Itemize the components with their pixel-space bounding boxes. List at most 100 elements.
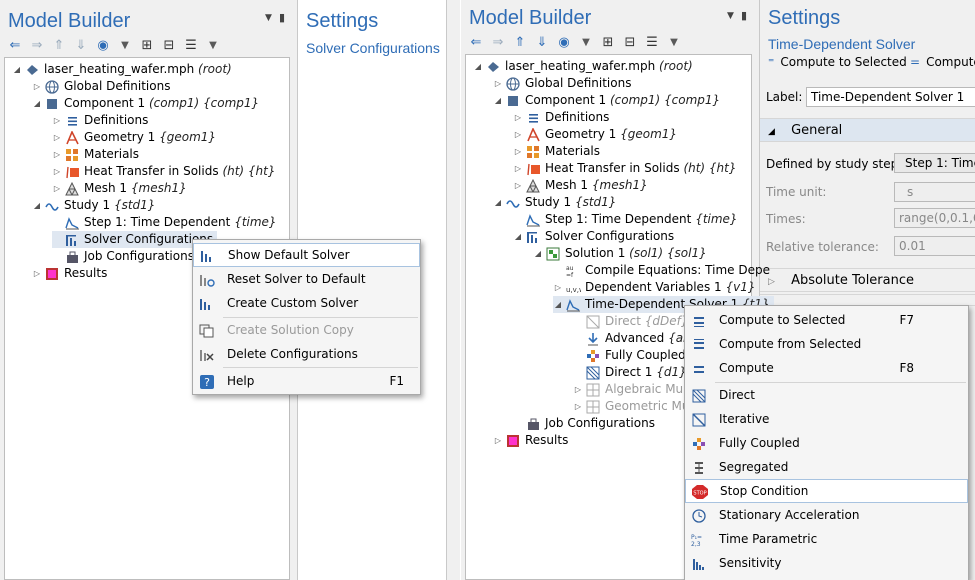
view-eye-icon[interactable]: ◉ [97, 37, 109, 53]
view-eye-icon[interactable]: ◉ [558, 34, 570, 50]
tree-item-study-1[interactable]: ◢ Study 1 {std1} [493, 194, 617, 211]
pin-icon[interactable]: ▮ [279, 11, 286, 24]
collapse-triangle-icon[interactable]: ◢ [514, 232, 522, 241]
tree-item-geometry-1[interactable]: ▷ Geometry 1 {geom1} [52, 129, 216, 146]
tree-item-compile-equations[interactable]: au=f Compile Equations: Time Depe [553, 262, 770, 279]
expand-triangle-icon[interactable]: ▷ [53, 150, 61, 159]
dropdown-icon[interactable]: ▼ [121, 39, 129, 51]
expand-triangle-icon[interactable]: ▷ [53, 167, 61, 176]
section-general[interactable]: ◢ General [760, 118, 975, 142]
tree-item-definitions[interactable]: ▷ Definitions [52, 112, 148, 129]
tree-item-geometric-multigrid[interactable]: ▷ Geometric Mult [573, 398, 697, 415]
tree-item-solver-configurations[interactable]: Solver Configurations [52, 231, 218, 248]
expand-triangle-icon[interactable]: ▷ [53, 133, 61, 142]
tree-item-root[interactable]: ◢ laser_heating_wafer.mph (root) [12, 61, 232, 78]
menu-item-compute-from-selected[interactable]: Compute from Selected [685, 332, 968, 356]
tree-item-fully-coupled-1[interactable]: Fully Coupled 1 [573, 347, 697, 364]
splitter[interactable] [447, 0, 460, 580]
down-arrow-icon[interactable]: ⇓ [536, 34, 548, 50]
menu-item-reset-solver[interactable]: Reset Solver to Default [193, 267, 420, 291]
menu-item-show-default-solver[interactable]: Show Default Solver [193, 243, 420, 267]
expand-all-icon[interactable]: ⊞ [141, 37, 153, 53]
tree-item-results[interactable]: ▷ Results [32, 265, 107, 282]
menu-item-iterative[interactable]: Iterative [685, 407, 968, 431]
expand-all-icon[interactable]: ⊞ [602, 34, 614, 50]
tree-item-heat-transfer[interactable]: ▷ Heat Transfer in Solids (ht) {ht} [52, 163, 276, 180]
collapse-triangle-icon[interactable]: ◢ [494, 198, 502, 207]
collapse-all-icon[interactable]: ⊟ [624, 34, 636, 50]
tree-item-global-definitions[interactable]: ▷ Global Definitions [493, 75, 631, 92]
collapse-all-icon[interactable]: ⊟ [163, 37, 175, 53]
pin-icon[interactable]: ▮ [741, 9, 748, 22]
collapse-triangle-icon[interactable]: ◢ [13, 65, 21, 74]
tree-item-materials[interactable]: ▷ Materials [52, 146, 139, 163]
dropdown-icon[interactable]: ▼ [582, 36, 590, 48]
down-arrow-icon[interactable]: ⇓ [75, 37, 87, 53]
menu-item-direct[interactable]: Direct [685, 383, 968, 407]
tree-item-job-configurations[interactable]: Job Configurations [52, 248, 194, 265]
tree-item-algebraic-multigrid[interactable]: ▷ Algebraic Multi [573, 381, 695, 398]
expand-triangle-icon[interactable]: ▷ [33, 269, 41, 278]
collapse-triangle-icon[interactable]: ◢ [554, 300, 562, 309]
expand-triangle-icon[interactable]: ▷ [574, 385, 582, 394]
menu-item-time-parametric[interactable]: P₁=2,3 Time Parametric [685, 527, 968, 551]
pane-menu-icon[interactable]: ▼ [727, 11, 734, 21]
tree-item-job-configurations[interactable]: Job Configurations [513, 415, 655, 432]
tree-item-materials[interactable]: ▷ Materials [513, 143, 600, 160]
times-input[interactable]: range(0,0.1,60) [894, 208, 975, 228]
tree-item-mesh-1[interactable]: ▷ Mesh 1 {mesh1} [513, 177, 648, 194]
collapse-triangle-icon[interactable]: ◢ [534, 249, 542, 258]
collapse-triangle-icon[interactable]: ◢ [33, 99, 41, 108]
menu-item-delete-configurations[interactable]: Delete Configurations [193, 342, 420, 366]
collapse-triangle-icon[interactable]: ◢ [494, 96, 502, 105]
list-view-icon[interactable]: ☰ [185, 37, 197, 53]
list-view-icon[interactable]: ☰ [646, 34, 658, 50]
tree-item-study-1[interactable]: ◢ Study 1 {std1} [32, 197, 156, 214]
tree-item-component-1[interactable]: ◢ Component 1 (comp1) {comp1} [32, 95, 259, 112]
expand-triangle-icon[interactable]: ▷ [494, 79, 502, 88]
expand-triangle-icon[interactable]: ▷ [514, 130, 522, 139]
menu-item-compute-to-selected[interactable]: Compute to Selected F7 [685, 308, 968, 332]
menu-item-compute[interactable]: Compute F8 [685, 356, 968, 380]
menu-item-stationary-acceleration[interactable]: Stationary Acceleration [685, 503, 968, 527]
forward-arrow-icon[interactable]: ⇒ [492, 34, 504, 50]
tree-item-direct-default[interactable]: Direct {dDef} [573, 313, 689, 330]
dropdown-icon[interactable]: ▼ [209, 39, 217, 51]
tree-item-dependent-variables[interactable]: ▷ u,v,w Dependent Variables 1 {v1} [553, 279, 756, 296]
relative-tolerance-input[interactable]: 0.01 [894, 236, 975, 256]
label-input[interactable]: Time-Dependent Solver 1 [806, 87, 975, 107]
collapse-triangle-icon[interactable]: ◢ [33, 201, 41, 210]
tree-item-step-1[interactable]: Step 1: Time Dependent {time} [52, 214, 277, 231]
collapse-triangle-icon[interactable]: ◢ [474, 62, 482, 71]
tree-item-mesh-1[interactable]: ▷ Mesh 1 {mesh1} [52, 180, 187, 197]
expand-triangle-icon[interactable]: ▷ [574, 402, 582, 411]
expand-triangle-icon[interactable]: ▷ [514, 181, 522, 190]
tree-item-heat-transfer[interactable]: ▷ Heat Transfer in Solids (ht) {ht} [513, 160, 737, 177]
compute-button[interactable]: = Compute [910, 55, 975, 69]
back-arrow-icon[interactable]: ⇐ [9, 37, 21, 53]
tree-item-step-1[interactable]: Step 1: Time Dependent {time} [513, 211, 738, 228]
pane-menu-icon[interactable]: ▼ [265, 13, 272, 23]
section-absolute-tolerance[interactable]: ▷ Absolute Tolerance [760, 268, 975, 292]
expand-triangle-icon[interactable]: ▷ [514, 113, 522, 122]
expand-triangle-icon[interactable]: ▷ [53, 116, 61, 125]
tree-item-geometry-1[interactable]: ▷ Geometry 1 {geom1} [513, 126, 677, 143]
up-arrow-icon[interactable]: ⇑ [53, 37, 65, 53]
tree-item-definitions[interactable]: ▷ Definitions [513, 109, 609, 126]
tree-item-solution-1[interactable]: ◢ Solution 1 (sol1) {sol1} [533, 245, 707, 262]
tree-item-solver-configurations[interactable]: ◢ Solver Configurations [513, 228, 674, 245]
expand-triangle-icon[interactable]: ▷ [53, 184, 61, 193]
tree-item-results[interactable]: ▷ Results [493, 432, 568, 449]
menu-item-stop-condition[interactable]: STOP Stop Condition [685, 479, 968, 503]
expand-triangle-icon[interactable]: ▷ [554, 283, 562, 292]
tree-item-component-1[interactable]: ◢ Component 1 (comp1) {comp1} [493, 92, 720, 109]
menu-item-fully-coupled[interactable]: Fully Coupled [685, 431, 968, 455]
menu-item-sensitivity[interactable]: Sensitivity [685, 551, 968, 575]
expand-triangle-icon[interactable]: ▷ [494, 436, 502, 445]
back-arrow-icon[interactable]: ⇐ [470, 34, 482, 50]
expand-triangle-icon[interactable]: ▷ [514, 164, 522, 173]
tree-item-root[interactable]: ◢ laser_heating_wafer.mph (root) [473, 58, 693, 75]
tree-item-global-definitions[interactable]: ▷ Global Definitions [32, 78, 170, 95]
expand-triangle-icon[interactable]: ▷ [33, 82, 41, 91]
time-unit-select[interactable]: s [894, 182, 975, 202]
